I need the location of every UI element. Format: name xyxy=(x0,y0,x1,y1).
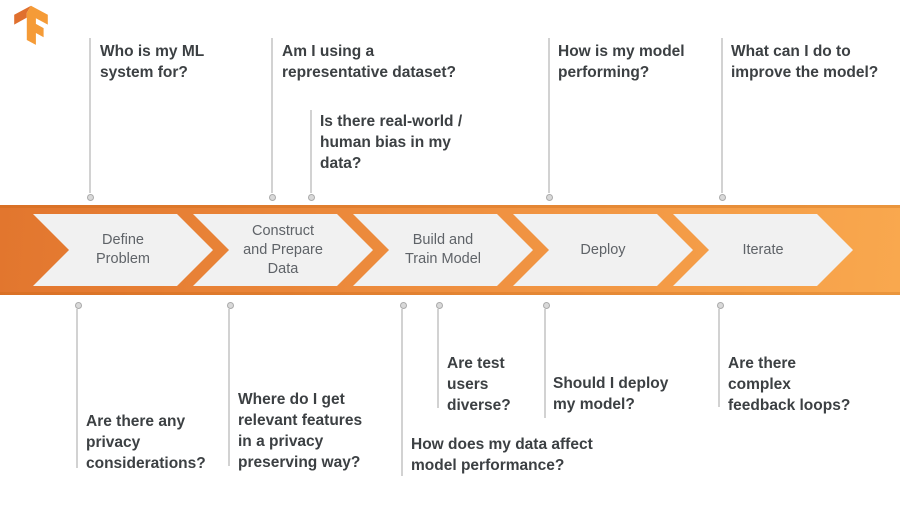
question-representative-dataset: Am I using a representative dataset? xyxy=(282,43,457,81)
connector-line xyxy=(721,38,723,193)
connector-line xyxy=(437,309,439,408)
step-construct-prepare: Construct and Prepare Data xyxy=(193,214,373,286)
connector-line xyxy=(228,309,230,466)
question-model-performing: How is my model performing? xyxy=(558,43,685,81)
question-should-deploy: Should I deploy my model? xyxy=(553,375,669,413)
question-relevant-features: Where do I get relevant features in a pr… xyxy=(238,391,363,471)
question-feedback-loops: Are there complex feedback loops? xyxy=(728,355,851,414)
question-who-system-for: Who is my ML system for? xyxy=(100,43,205,81)
step-define-problem: Define Problem xyxy=(33,214,213,286)
connector-line xyxy=(76,309,78,468)
connector-dot xyxy=(269,194,276,201)
step-build-train: Build and Train Model xyxy=(353,214,533,286)
process-banner: Define Problem Construct and Prepare Dat… xyxy=(0,205,900,295)
connector-line xyxy=(544,309,546,418)
connector-dot xyxy=(719,194,726,201)
connector-dot xyxy=(308,194,315,201)
connector-line xyxy=(89,38,91,193)
connector-dot xyxy=(87,194,94,201)
connector-dot xyxy=(400,302,407,309)
question-data-affect-performance: How does my data affect model performanc… xyxy=(411,436,593,474)
connector-dot xyxy=(546,194,553,201)
question-real-world-bias: Is there real-world / human bias in my d… xyxy=(320,113,463,172)
connector-line xyxy=(401,309,403,476)
connector-dot xyxy=(543,302,550,309)
connector-dot xyxy=(227,302,234,309)
connector-dot xyxy=(75,302,82,309)
step-iterate: Iterate xyxy=(673,214,853,286)
tensorflow-logo-icon xyxy=(14,5,48,45)
connector-line xyxy=(548,38,550,193)
question-test-users-diverse: Are test users diverse? xyxy=(447,355,511,414)
connector-line xyxy=(310,110,312,193)
question-privacy-considerations: Are there any privacy considerations? xyxy=(86,413,206,472)
connector-line xyxy=(718,309,720,407)
connector-line xyxy=(271,38,273,193)
connector-dot xyxy=(717,302,724,309)
question-improve-model: What can I do to improve the model? xyxy=(731,43,879,81)
connector-dot xyxy=(436,302,443,309)
step-deploy: Deploy xyxy=(513,214,693,286)
